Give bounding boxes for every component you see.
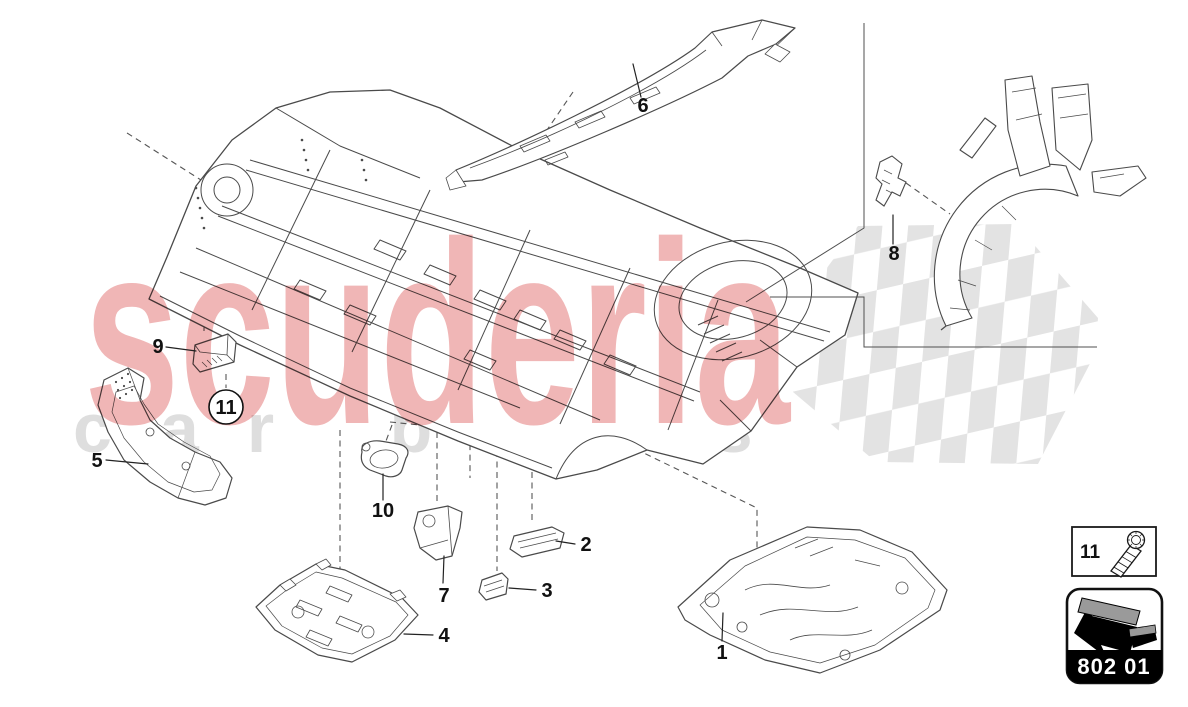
checkered-flag-backdrop	[793, 224, 1098, 464]
callouts-layer: 1 2 3 4 5 6 7 8	[91, 63, 900, 664]
callout-8[interactable]: 8	[888, 214, 900, 265]
callout-11-circled[interactable]: 11	[208, 389, 244, 425]
part-3-bracket	[478, 572, 509, 601]
watermark-title: scuderia	[84, 189, 791, 479]
fastener-legend-box: 11	[1071, 526, 1157, 578]
part-1-floor-panel	[677, 526, 948, 674]
main-underbody-illustration	[148, 89, 859, 480]
svg-text:6: 6	[637, 95, 648, 117]
callout-9[interactable]: 9	[152, 336, 197, 358]
svg-text:4: 4	[438, 625, 450, 647]
arrow-up-left-icon	[1074, 597, 1157, 658]
detail-frame-lines	[745, 23, 1097, 348]
svg-text:10: 10	[372, 500, 394, 522]
callout-11-circle	[208, 389, 244, 425]
callout-1[interactable]: 1	[716, 612, 728, 664]
callout-3[interactable]: 3	[508, 580, 553, 602]
callout-7[interactable]: 7	[438, 555, 450, 607]
spot-weld-dots	[194, 138, 368, 230]
callout-4[interactable]: 4	[403, 625, 450, 647]
svg-text:7: 7	[438, 585, 449, 607]
wheel-arch-assembly	[933, 75, 1147, 331]
svg-text:11: 11	[215, 397, 236, 419]
nav-legend-box[interactable]: 802 01	[1065, 587, 1164, 685]
part-8-bracket	[875, 155, 907, 207]
part-9-module	[192, 333, 237, 373]
svg-text:3: 3	[541, 580, 552, 602]
part-5-bracket	[97, 367, 233, 506]
callout-6[interactable]: 6	[632, 63, 649, 117]
callout-2[interactable]: 2	[555, 534, 592, 556]
part-7-plate	[413, 505, 463, 561]
fastener-number: 11	[1080, 542, 1101, 563]
nav-code: 802 01	[1077, 654, 1150, 679]
part-6-cross-member	[445, 19, 796, 191]
svg-text:9: 9	[152, 336, 163, 358]
svg-text:5: 5	[91, 450, 102, 472]
callout-10[interactable]: 10	[372, 473, 394, 522]
part-2-plate	[509, 526, 565, 558]
svg-text:8: 8	[888, 243, 899, 265]
svg-text:2: 2	[580, 534, 591, 556]
part-4-tray	[255, 558, 419, 663]
part-10-bracket	[360, 440, 409, 478]
nav-code-band	[1067, 650, 1162, 683]
callout-5[interactable]: 5	[91, 450, 149, 472]
svg-text:1: 1	[716, 642, 727, 664]
bolt-icon	[1110, 530, 1146, 578]
